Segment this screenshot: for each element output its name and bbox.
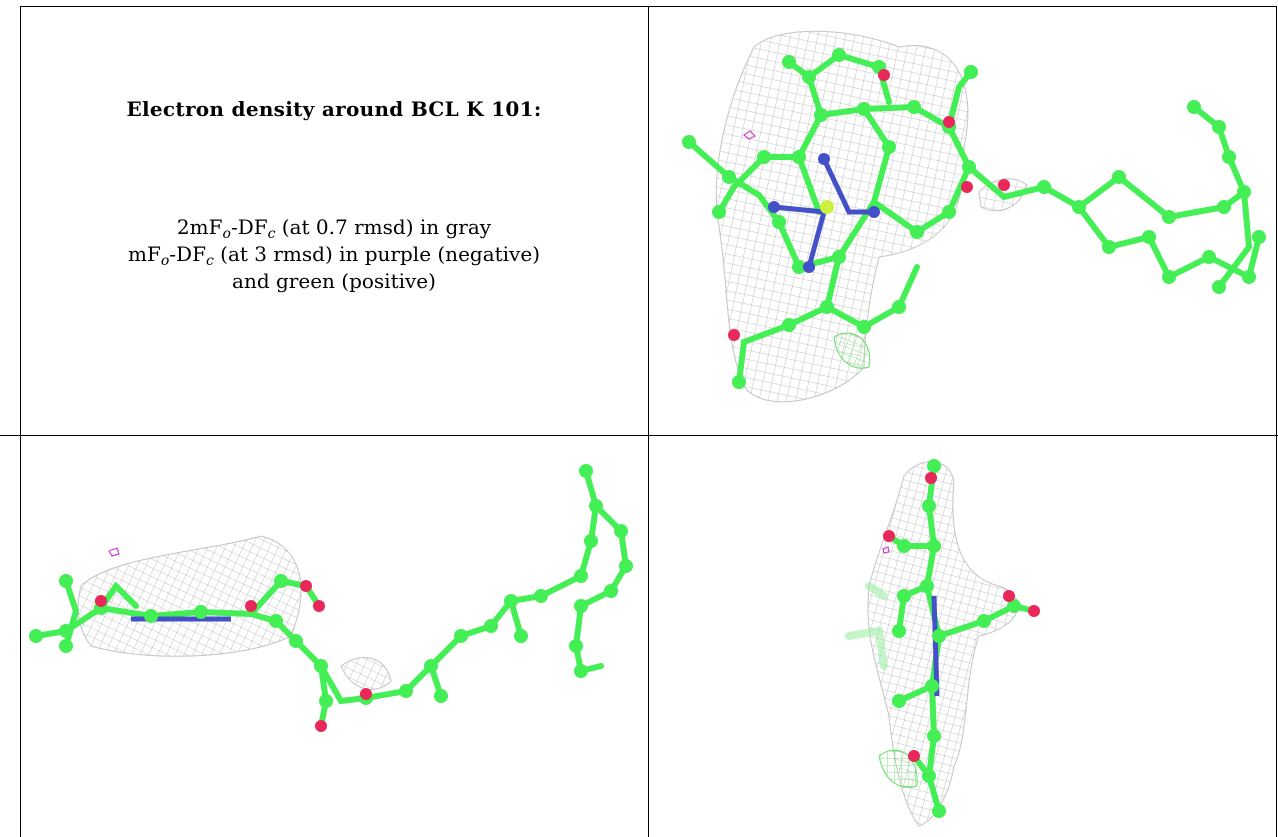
molecule-render-side-on bbox=[29, 464, 633, 732]
table-border-top bbox=[20, 6, 1277, 7]
caption-cell: Electron density around BCL K 101: 2mFo-… bbox=[20, 6, 648, 435]
table-border-left bbox=[20, 6, 21, 837]
table-border-row bbox=[0, 435, 1278, 436]
table-border-middle bbox=[648, 6, 649, 837]
caption-legend: 2mFo-DFc (at 0.7 rmsd) in gray mFo-DFc (… bbox=[20, 214, 648, 295]
table-border-right bbox=[1276, 6, 1277, 837]
panel-side-on-view bbox=[21, 436, 648, 837]
panel-edge-on-view bbox=[649, 436, 1276, 837]
density-mesh-gray bbox=[715, 30, 969, 403]
molecule-render-face-on bbox=[682, 30, 1266, 403]
legend-line-gray: 2mFo-DFc (at 0.7 rmsd) in gray bbox=[176, 215, 492, 242]
molecule-render-edge-on bbox=[845, 459, 1040, 827]
legend-line-positive: and green (positive) bbox=[232, 269, 436, 293]
legend-line-difference: mFo-DFc (at 3 rmsd) in purple (negative) bbox=[128, 242, 540, 269]
panel-face-on-view bbox=[649, 7, 1276, 435]
caption-title: Electron density around BCL K 101: bbox=[126, 97, 542, 121]
